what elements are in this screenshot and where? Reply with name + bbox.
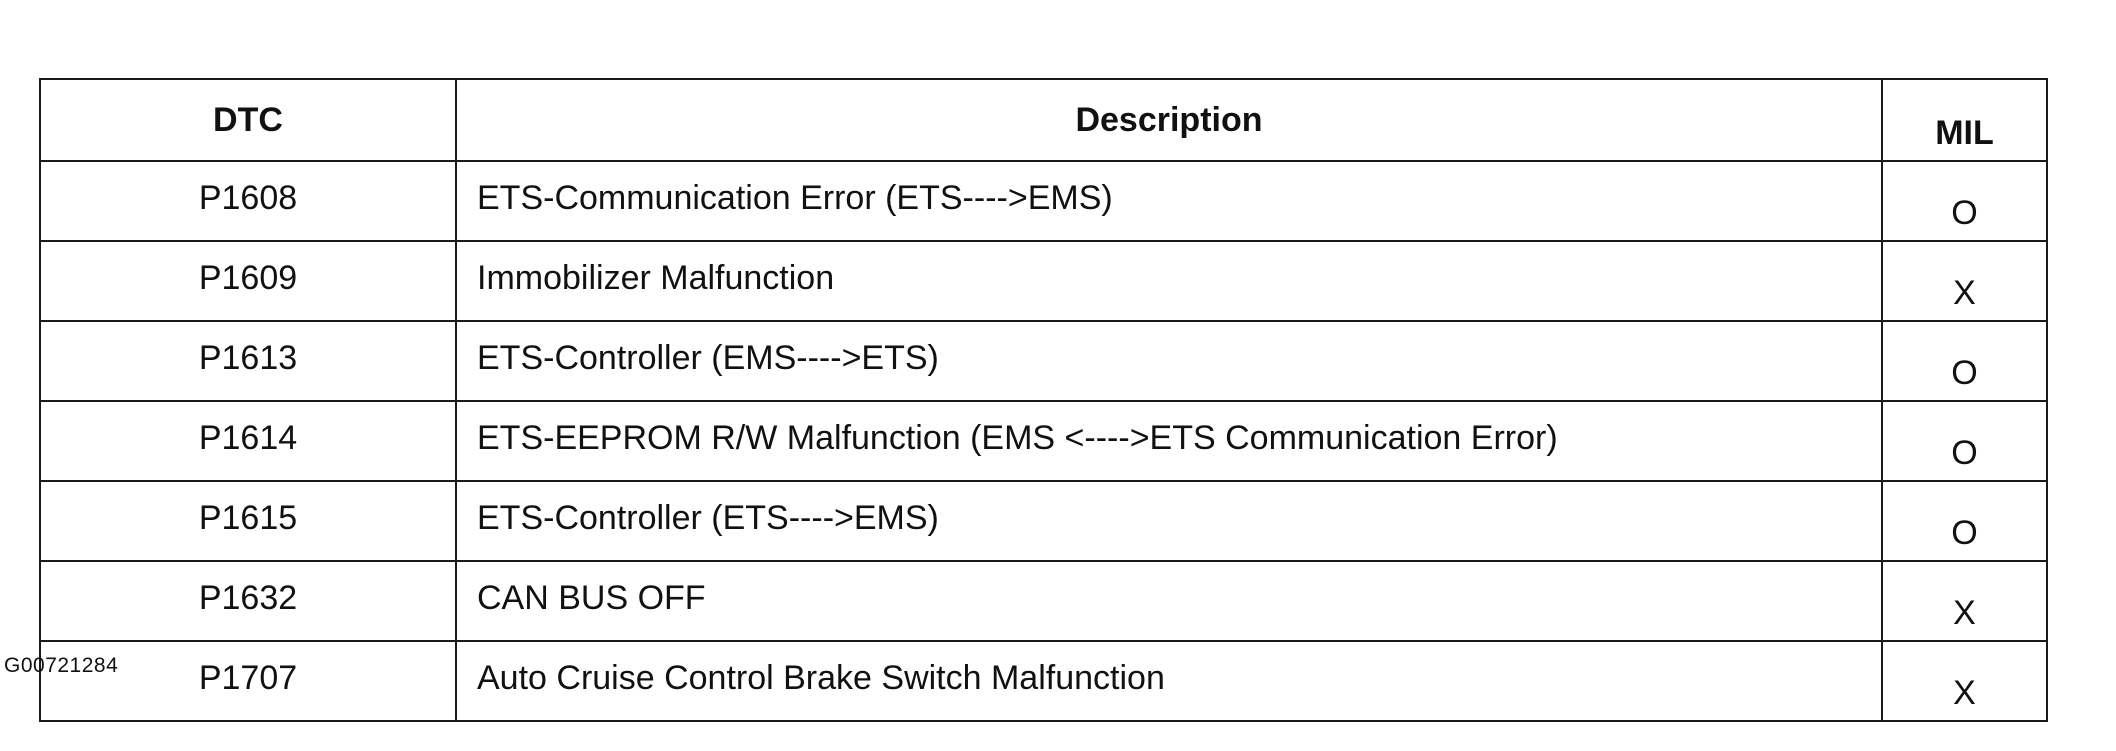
description-cell: Auto Cruise Control Brake Switch Malfunc… (455, 640, 1883, 722)
description-cell: ETS-Controller (ETS---->EMS) (455, 480, 1883, 562)
description-cell: ETS-Communication Error (ETS---->EMS) (455, 160, 1883, 242)
description-cell: ETS-Controller (EMS---->ETS) (455, 320, 1883, 402)
table-header: DTC Description MIL (39, 78, 2048, 162)
description-cell: CAN BUS OFF (455, 560, 1883, 642)
dtc-code-cell: P1615 (39, 480, 457, 562)
table-row: P1707 Auto Cruise Control Brake Switch M… (39, 640, 2048, 722)
mil-cell: X (1881, 640, 2048, 722)
header-dtc: DTC (39, 78, 457, 162)
table-row: P1615 ETS-Controller (ETS---->EMS) O (39, 480, 2048, 562)
table-row: P1608 ETS-Communication Error (ETS---->E… (39, 160, 2048, 242)
table-row: P1613 ETS-Controller (EMS---->ETS) O (39, 320, 2048, 402)
table-body: P1608 ETS-Communication Error (ETS---->E… (39, 160, 2048, 722)
table-row: P1609 Immobilizer Malfunction X (39, 240, 2048, 322)
header-row: DTC Description MIL (39, 78, 2048, 162)
description-cell: Immobilizer Malfunction (455, 240, 1883, 322)
description-cell: ETS-EEPROM R/W Malfunction (EMS <---->ET… (455, 400, 1883, 482)
header-mil: MIL (1881, 78, 2048, 162)
mil-cell: X (1881, 240, 2048, 322)
figure-id: G00721284 (4, 654, 119, 677)
dtc-code-cell: P1613 (39, 320, 457, 402)
table-row: P1614 ETS-EEPROM R/W Malfunction (EMS <-… (39, 400, 2048, 482)
mil-cell: X (1881, 560, 2048, 642)
dtc-table: DTC Description MIL P1608 ETS-Communicat… (39, 78, 2048, 722)
mil-cell: O (1881, 400, 2048, 482)
header-description: Description (455, 78, 1883, 162)
mil-cell: O (1881, 160, 2048, 242)
dtc-code-cell: P1609 (39, 240, 457, 322)
mil-cell: O (1881, 320, 2048, 402)
mil-cell: O (1881, 480, 2048, 562)
dtc-code-cell: P1707 (39, 640, 457, 722)
dtc-code-cell: P1632 (39, 560, 457, 642)
table-row: P1632 CAN BUS OFF X (39, 560, 2048, 642)
dtc-code-cell: P1608 (39, 160, 457, 242)
dtc-code-cell: P1614 (39, 400, 457, 482)
